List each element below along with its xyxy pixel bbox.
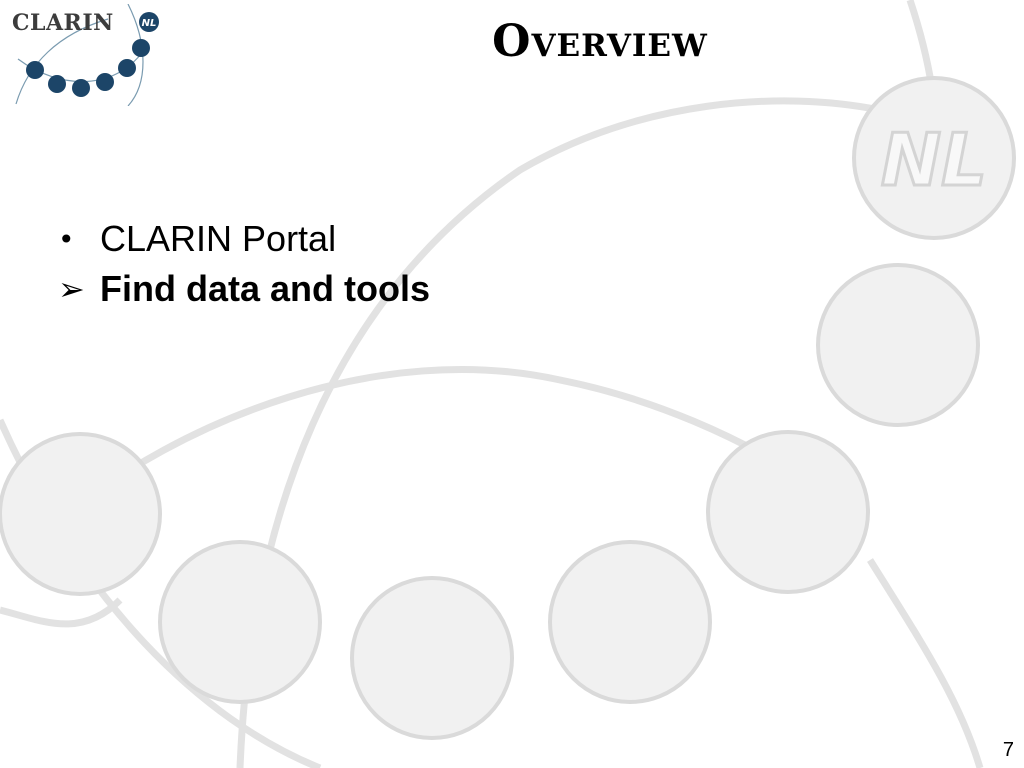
bullet-text: CLARIN Portal — [100, 218, 337, 259]
bullet-list: • CLARIN Portal ➢ Find data and tools — [58, 214, 430, 314]
sub-bullet-item: ➢ Find data and tools — [58, 264, 430, 314]
slide-number: 7 — [1002, 739, 1014, 761]
watermark-nl-text: NL — [881, 118, 987, 202]
sub-bullet-text: Find data and tools — [100, 268, 430, 309]
logo-text: CLARIN — [12, 10, 114, 36]
slide-title: Overview — [492, 16, 708, 67]
logo-artwork: NL — [15, 4, 159, 106]
bullet-dot-icon: • — [58, 222, 75, 256]
arrow-bullet-icon: ➢ — [58, 270, 85, 308]
clarin-logo: NL CLARIN — [8, 4, 173, 106]
bullet-item: • CLARIN Portal — [58, 214, 430, 264]
background-circles — [0, 76, 1016, 740]
logo-badge-text: NL — [142, 18, 157, 29]
